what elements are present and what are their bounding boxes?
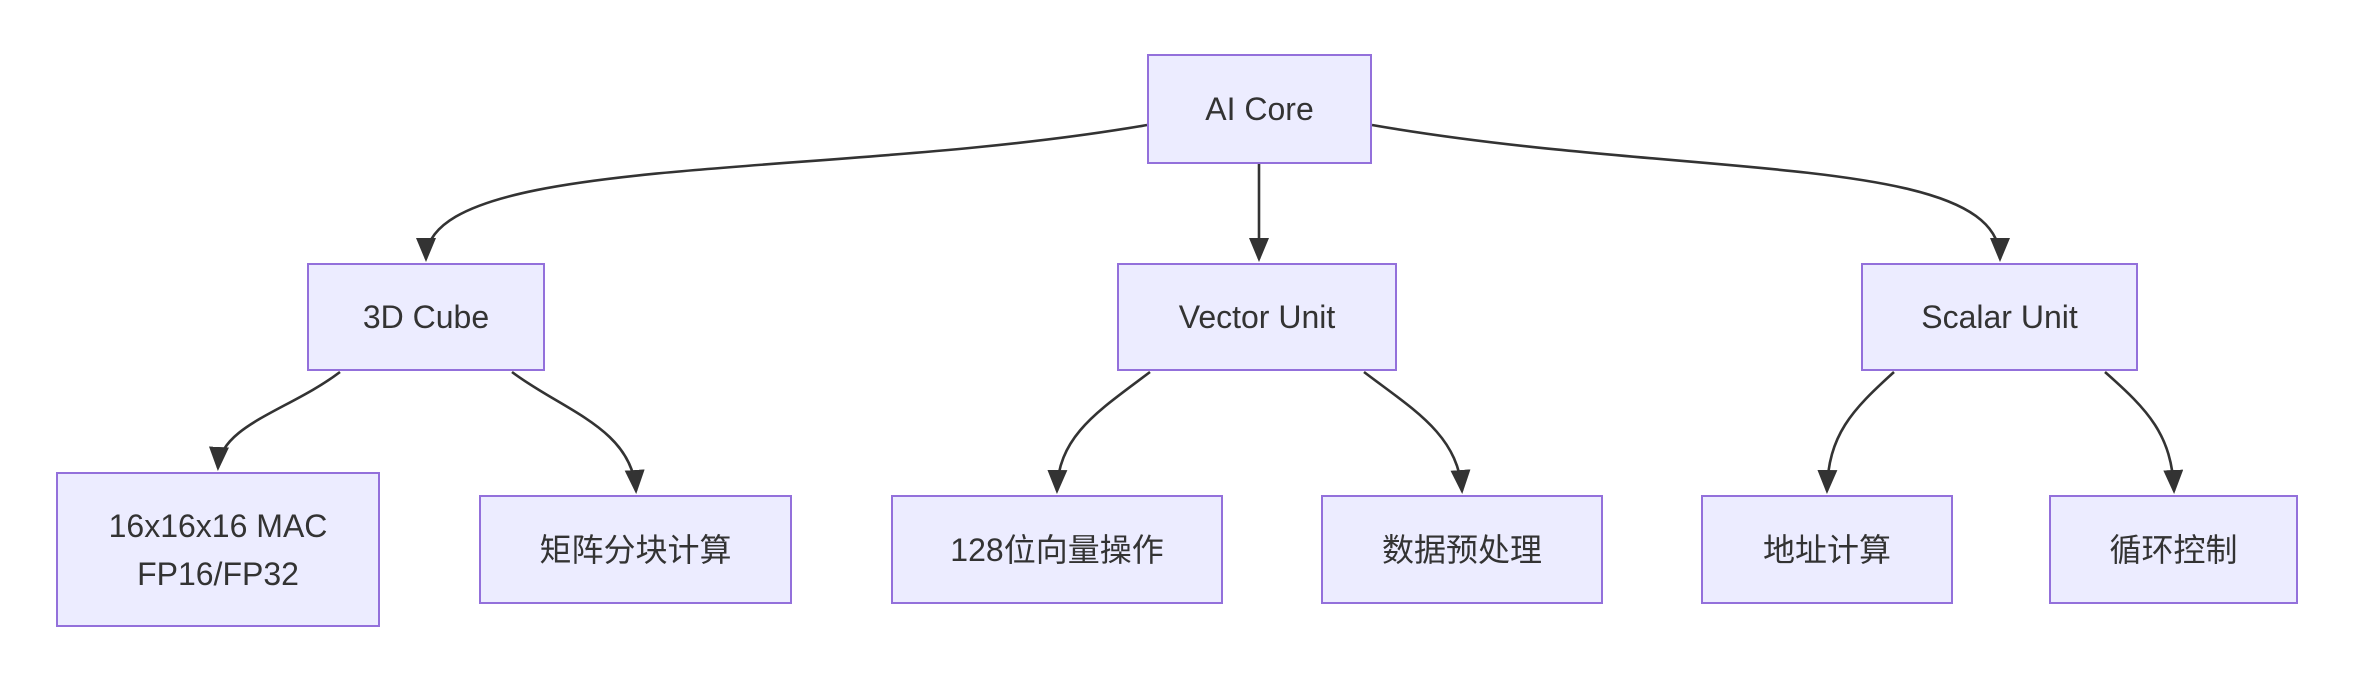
edge-cube-to-matrix	[511, 370, 645, 494]
node-matrix-block-compute: 矩阵分块计算	[479, 495, 792, 604]
edge-vector-to-vec128	[1047, 370, 1151, 494]
edge-vector-to-preprocess	[1363, 370, 1471, 494]
node-label: 地址计算	[1762, 531, 1891, 568]
edge-ai-core-to-scalar	[1371, 123, 2010, 262]
edge-scalar-to-loop	[2104, 371, 2184, 494]
node-ai-core: AI Core	[1147, 54, 1372, 164]
edge-scalar-to-addr	[1817, 371, 1895, 494]
node-label: 3D Cube	[362, 299, 490, 335]
node-scalar-unit: Scalar Unit	[1861, 263, 2138, 371]
edge-ai-core-to-cube	[416, 123, 1148, 262]
edge-cube-to-mac	[209, 370, 341, 471]
node-label-line2: FP16/FP32	[137, 555, 299, 592]
node-label: Vector Unit	[1178, 299, 1336, 335]
node-label: AI Core	[1205, 91, 1314, 127]
node-vector-unit: Vector Unit	[1117, 263, 1397, 371]
node-mac: 16x16x16 MAC FP16/FP32	[56, 472, 380, 627]
node-label: Scalar Unit	[1921, 299, 2078, 335]
node-label: 循环控制	[2109, 531, 2238, 568]
node-label-line1: 16x16x16 MAC	[108, 507, 328, 544]
node-3d-cube: 3D Cube	[307, 263, 545, 371]
node-label: 128位向量操作	[950, 531, 1164, 568]
node-loop-control: 循环控制	[2049, 495, 2298, 604]
node-label: 矩阵分块计算	[539, 531, 732, 568]
node-data-preprocess: 数据预处理	[1321, 495, 1603, 604]
node-128bit-vector-ops: 128位向量操作	[891, 495, 1223, 604]
node-address-compute: 地址计算	[1701, 495, 1953, 604]
node-label: 数据预处理	[1381, 531, 1542, 568]
